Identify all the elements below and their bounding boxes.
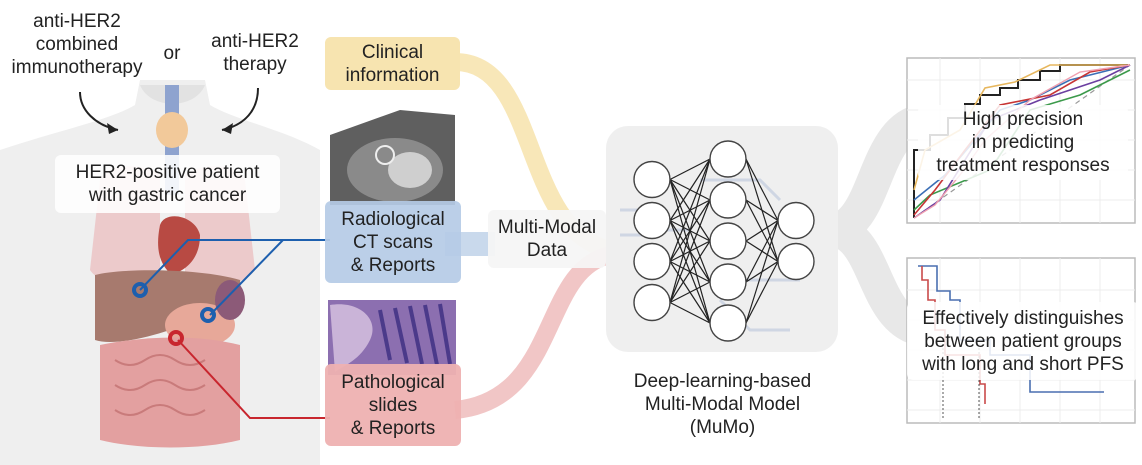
network-node-layer-1 [633, 242, 671, 281]
liver-illustration [95, 270, 241, 342]
network-edge [669, 199, 711, 303]
right-therapy-arrowhead [222, 123, 233, 134]
network-edge [745, 261, 779, 324]
network-node-layer-2 [709, 304, 747, 342]
left-therapy-arrowhead [107, 123, 118, 134]
network-edge [745, 220, 779, 324]
radiological-line: Radiological [341, 208, 445, 230]
multimodal-line: Multi-Modal [497, 217, 597, 238]
therapy-line: immunotherapy [11, 57, 143, 78]
outcome-line: High precision [962, 109, 1084, 130]
network-node-layer-2 [709, 263, 747, 301]
ct-scan-image [330, 110, 455, 205]
network-node-layer-1 [633, 201, 671, 240]
therapy-line: anti-HER2 [33, 11, 121, 32]
multimodal-line: Data [526, 240, 568, 261]
therapy-line: combined [35, 34, 119, 55]
network-node-layer-2 [709, 222, 747, 260]
network-node-layer-3 [777, 201, 815, 240]
therapy-line: anti-HER2 [211, 31, 299, 52]
network-edge [669, 240, 711, 303]
outcome-line: treatment responses [936, 155, 1110, 176]
radiological-line: CT scans [353, 231, 433, 253]
patient-label: HER2-positive patient with gastric cance… [55, 155, 280, 213]
multimodal-data-label: Multi-Modal Data [488, 210, 606, 268]
network-node-layer-1 [633, 160, 671, 199]
network-edge [669, 158, 711, 303]
therapy-label-combined: anti-HER2 combined immunotherapy [2, 10, 152, 79]
outcome-line: Effectively distinguishes [922, 307, 1124, 329]
model-label-line: (MuMo) [689, 417, 756, 438]
pathological-line: & Reports [350, 417, 436, 439]
network-edge [745, 199, 779, 222]
pathology-connector-line [177, 339, 330, 419]
network-edge [745, 220, 779, 283]
radiological-line: & Reports [350, 254, 436, 276]
roc-outcome-label: High precision in predicting treatment r… [918, 105, 1128, 180]
intestine-folds [114, 354, 206, 416]
radiological-box: Radiological CT scans & Reports [325, 201, 461, 283]
network-node-layer-2 [709, 140, 747, 178]
thyroid-illustration [156, 112, 188, 148]
radiology-marker-stomach [200, 307, 216, 323]
network-edge [669, 158, 711, 262]
radiology-marker-liver [132, 282, 148, 298]
pathological-line: Pathological [341, 371, 445, 393]
pathology-marker-stomach [168, 330, 184, 346]
network-node-layer-2 [709, 181, 747, 219]
therapy-line: therapy [223, 54, 287, 75]
spleen-illustration [215, 280, 245, 320]
pathological-flow [453, 246, 613, 419]
network-node-layer-3 [777, 242, 815, 281]
or-label: or [163, 43, 181, 64]
model-label-line: Multi-Modal Model [644, 394, 801, 415]
outcome-line: between patient groups [924, 330, 1122, 352]
pathological-box: Pathological slides & Reports [325, 364, 461, 446]
km-outcome-label: Effectively distinguishes between patien… [907, 302, 1139, 380]
clinical-information-box: Clinical information [325, 37, 460, 90]
pathological-line: slides [368, 394, 418, 416]
network-edge [745, 219, 779, 242]
network-edges [669, 158, 779, 324]
network-nodes [633, 140, 815, 342]
patient-label-line: with gastric cancer [88, 185, 247, 206]
network-edge [669, 281, 711, 304]
network-node-layer-1 [633, 283, 671, 322]
pathology-slide-image [328, 300, 456, 375]
network-edge [669, 158, 711, 221]
network-edge [669, 158, 711, 181]
clinical-line: information [345, 64, 440, 86]
therapy-label-single: anti-HER2 therapy [200, 30, 310, 76]
clinical-line: Clinical [361, 41, 424, 63]
model-label: Deep-learning-based Multi-Modal Model (M… [600, 370, 845, 439]
outcome-line: with long and short PFS [922, 353, 1124, 375]
network-edge [669, 301, 711, 324]
radiology-connector-line-2 [209, 239, 284, 316]
patient-label-line: HER2-positive patient [75, 162, 260, 183]
intestines-illustration [100, 337, 240, 448]
network-edge [745, 158, 779, 221]
outcome-line: in predicting [971, 132, 1075, 153]
model-label-line: Deep-learning-based [633, 371, 812, 392]
